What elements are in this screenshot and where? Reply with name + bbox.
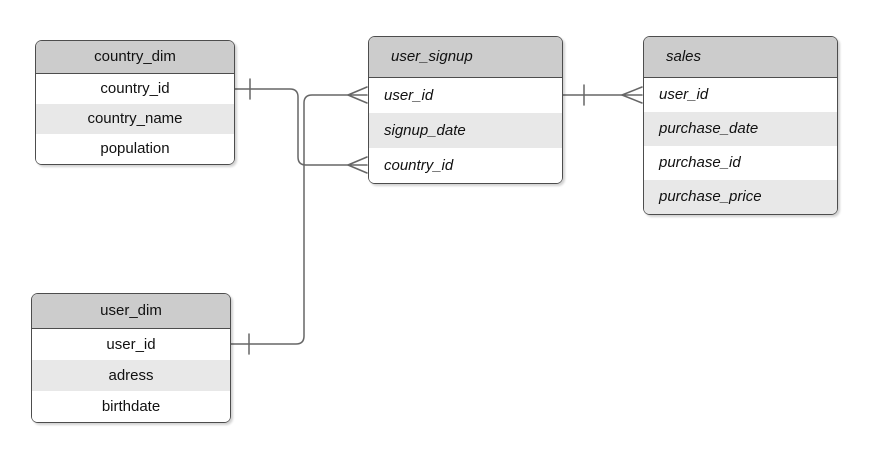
- table-field-row: country_name: [36, 103, 234, 134]
- table-field-row: user_id: [369, 77, 562, 113]
- field-name: user_id: [384, 86, 434, 104]
- field-name: country_id: [384, 156, 454, 174]
- field-name: purchase_price: [659, 188, 762, 205]
- field-name: user_id: [106, 335, 156, 353]
- field-name: purchase_date: [659, 120, 759, 137]
- table-title: sales: [666, 48, 702, 66]
- crow-foot-icon: [621, 86, 643, 104]
- relationship-line[interactable]: [234, 88, 368, 166]
- table-header: sales: [644, 37, 837, 78]
- field-name: birthdate: [101, 397, 161, 415]
- table-field-row: purchase_date: [644, 111, 837, 146]
- table-field-row: population: [36, 133, 234, 164]
- entity-table-sales[interactable]: sales user_id purchase_date purchase_id …: [643, 36, 838, 215]
- table-field-row: purchase_price: [644, 179, 837, 214]
- table-header: user_signup: [369, 37, 562, 78]
- table-title: user_dim: [100, 302, 162, 320]
- table-field-row: purchase_id: [644, 145, 837, 180]
- relationship-user_dim-user_signup[interactable]: [230, 86, 368, 355]
- table-field-row: country_id: [369, 147, 562, 183]
- table-title: country_dim: [94, 48, 176, 66]
- table-title: user_signup: [391, 48, 473, 66]
- entity-table-user_signup[interactable]: user_signup user_id signup_date country_…: [368, 36, 563, 184]
- field-name: user_id: [659, 86, 709, 103]
- table-field-row: adress: [32, 359, 230, 391]
- relationship-user_signup-sales[interactable]: [562, 84, 643, 106]
- relationship-country_dim-user_signup[interactable]: [234, 78, 368, 174]
- entity-table-country_dim[interactable]: country_dim country_id country_name popu…: [35, 40, 235, 165]
- field-name: country_name: [87, 110, 183, 127]
- table-field-row: user_id: [644, 77, 837, 112]
- table-field-row: birthdate: [32, 390, 230, 422]
- field-name: purchase_id: [659, 154, 741, 171]
- table-field-row: country_id: [36, 73, 234, 104]
- table-header: country_dim: [36, 41, 234, 74]
- entity-table-user_dim[interactable]: user_dim user_id adress birthdate: [31, 293, 231, 423]
- field-name: adress: [108, 366, 154, 384]
- crow-foot-icon: [347, 156, 368, 174]
- table-field-row: signup_date: [369, 112, 562, 148]
- field-name: country_id: [100, 80, 170, 97]
- crow-foot-icon: [347, 86, 368, 104]
- relationship-line[interactable]: [230, 94, 368, 345]
- field-name: population: [100, 140, 170, 157]
- table-field-row: user_id: [32, 328, 230, 360]
- field-name: signup_date: [384, 121, 466, 139]
- table-header: user_dim: [32, 294, 230, 329]
